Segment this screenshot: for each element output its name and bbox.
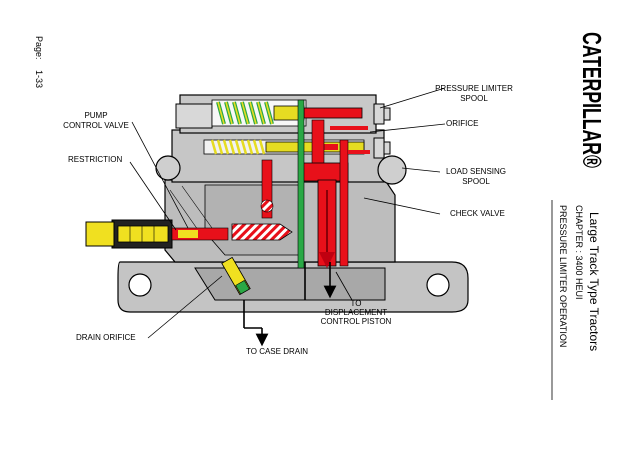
document-title: Large Track Type Tractors [587, 212, 601, 351]
callout-orifice: ORIFICE [446, 119, 478, 128]
pressure-limiter-spool [211, 99, 363, 127]
callout-pump-control-valve-1: PUMP [84, 111, 107, 120]
drain-orifice [221, 256, 251, 296]
pump-housing [117, 94, 469, 313]
callout-drain-orifice: DRAIN ORIFICE [76, 333, 136, 342]
callout-case-drain: TO CASE DRAIN [246, 347, 308, 356]
page-number: 1-33 [34, 70, 44, 88]
section-label: PRESSURE LIMITER OPERATION [558, 205, 568, 347]
caterpillar-logo: CATERPILLAR® [577, 32, 607, 168]
check-valve [231, 223, 293, 241]
leader-lines [129, 87, 446, 339]
case-drain-lines [243, 262, 337, 347]
callout-restriction: RESTRICTION [68, 155, 122, 164]
callout-pump-control-valve-2: CONTROL VALVE [63, 121, 129, 130]
high-pressure-passages [260, 119, 370, 268]
page-label: Page: [34, 36, 44, 60]
callout-pressure-limiter-spool-2: SPOOL [460, 94, 488, 103]
callout-displacement-2: DISPLACEMENT [325, 308, 387, 317]
callout-load-sensing-spool-1: LOAD SENSING [446, 167, 506, 176]
pump-control-valve [85, 219, 229, 249]
callout-displacement-1: TO [351, 299, 362, 308]
callout-displacement-3: CONTROL PISTON [321, 317, 392, 326]
signal-passage [297, 99, 305, 269]
callout-pressure-limiter-spool-1: PRESSURE LIMITER [435, 84, 513, 93]
callout-load-sensing-spool-2: SPOOL [462, 177, 490, 186]
callout-check-valve: CHECK VALVE [450, 209, 505, 218]
chapter-label: CHAPTER : 3400 HEUI [574, 205, 584, 300]
